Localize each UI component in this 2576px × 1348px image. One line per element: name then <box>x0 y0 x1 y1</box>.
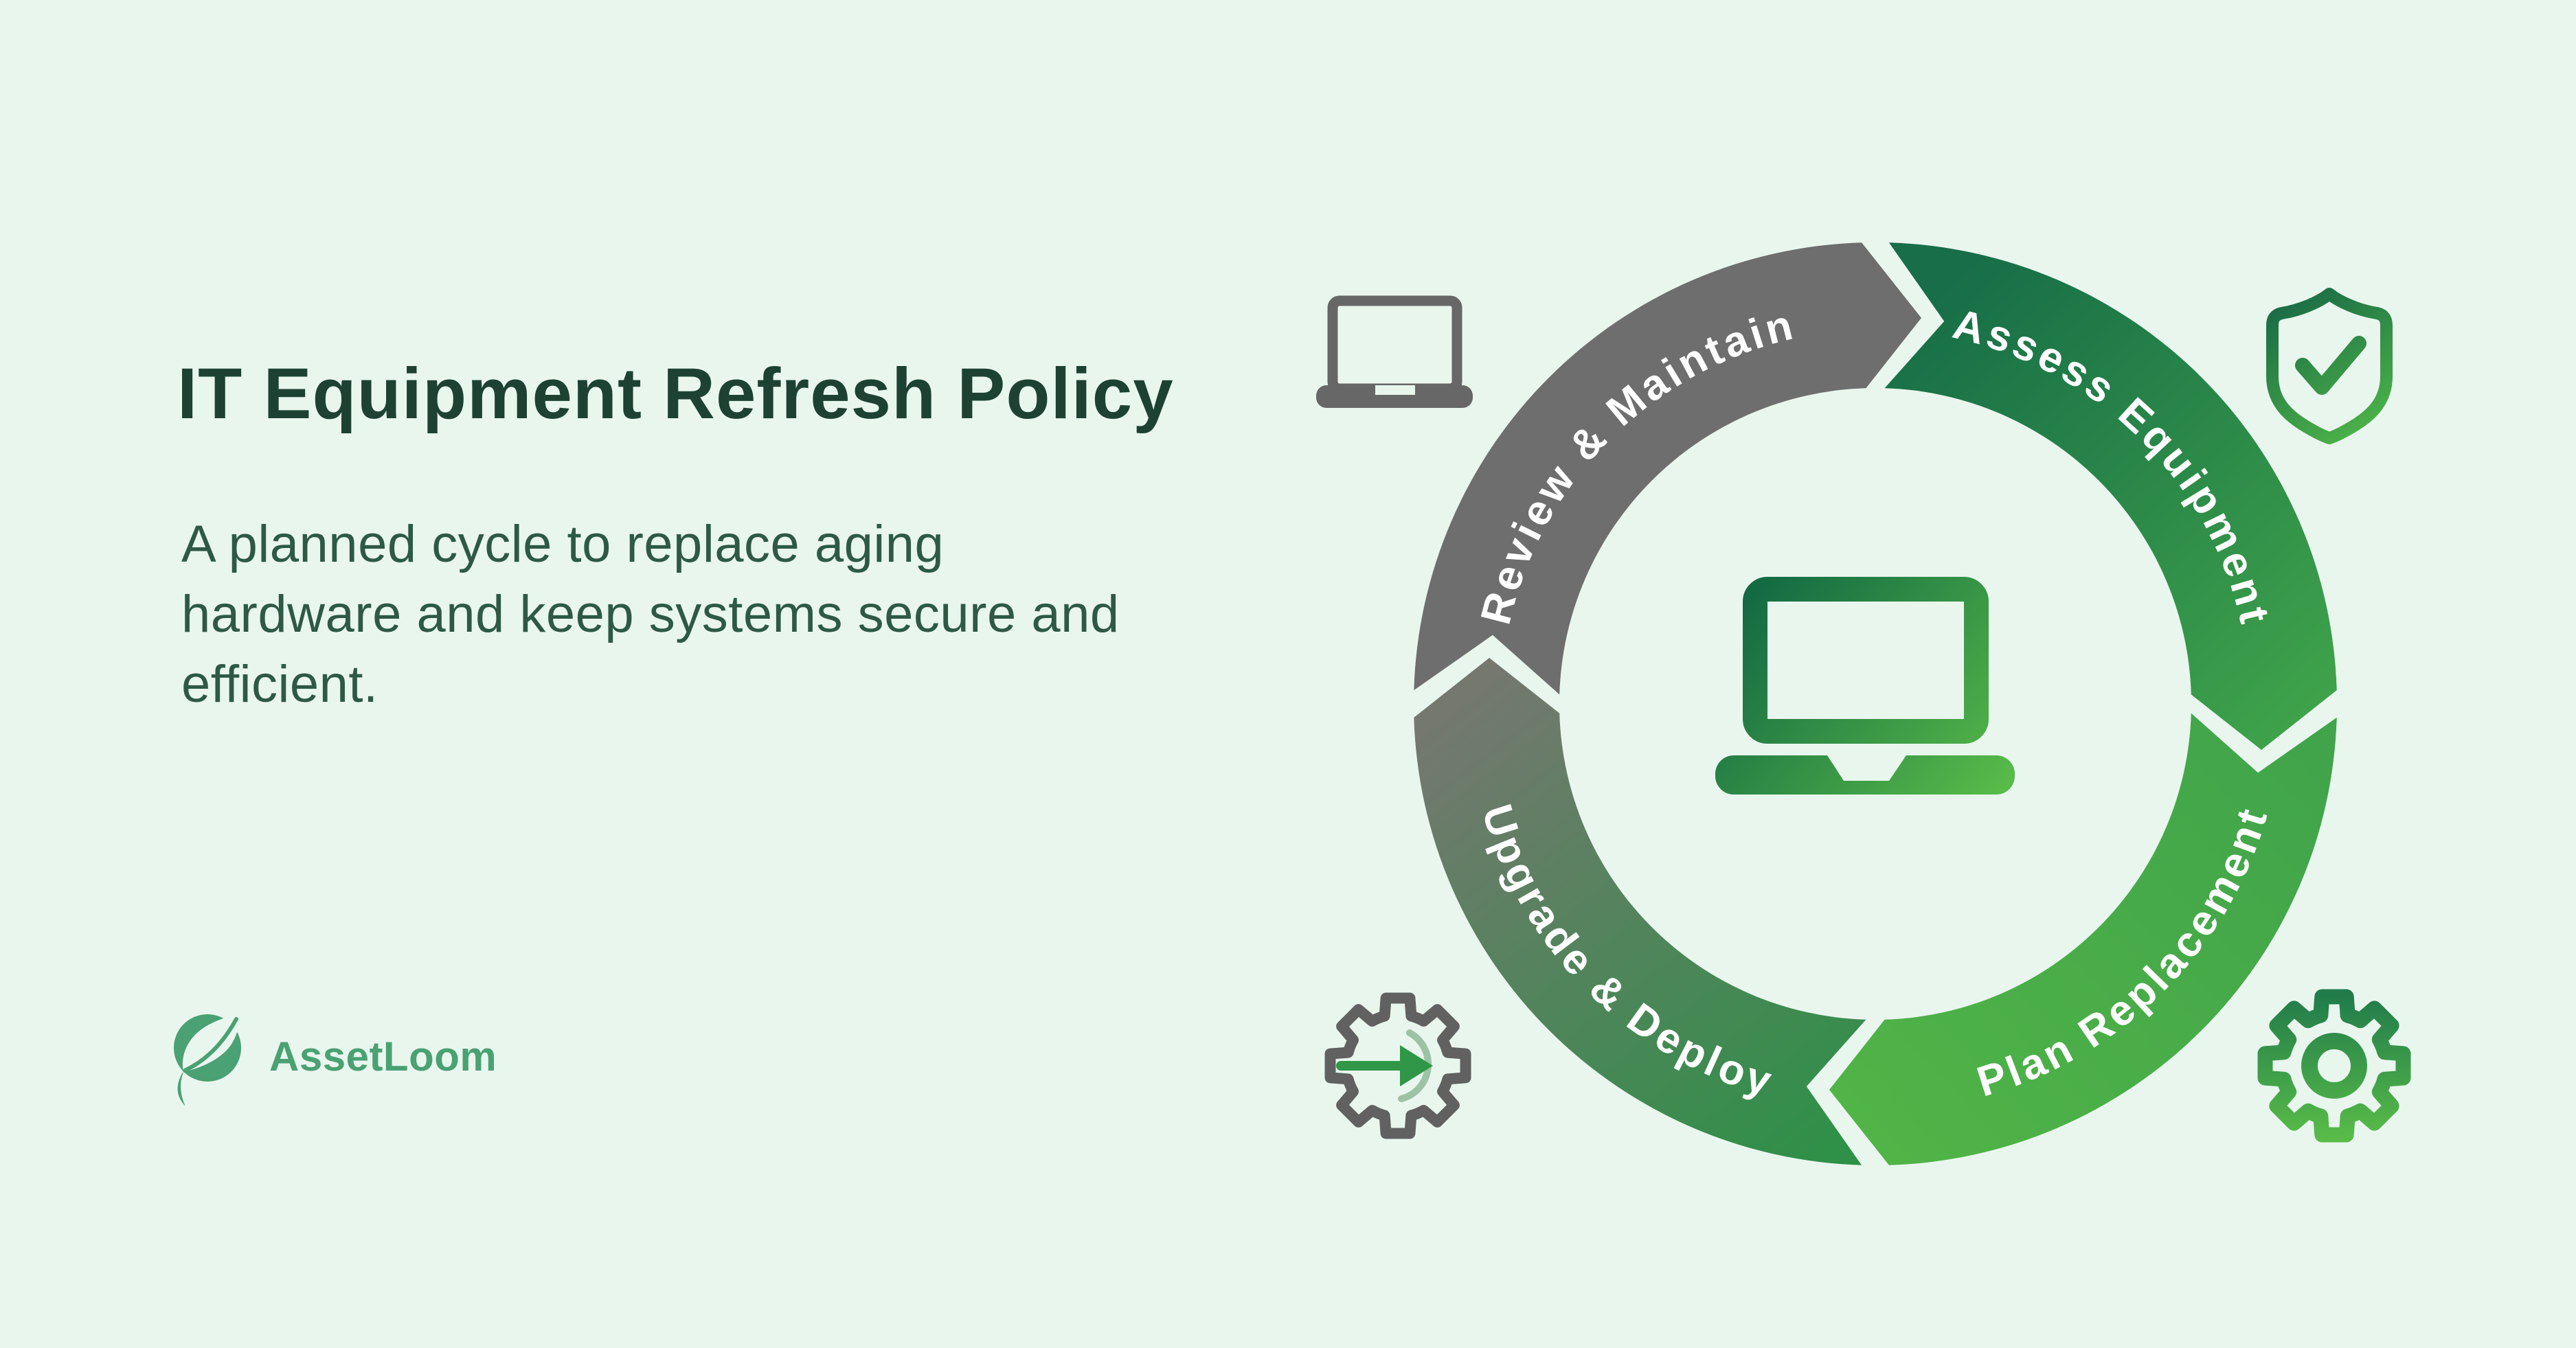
leaf-circle-icon <box>174 1014 241 1106</box>
laptop-icon <box>1715 577 2015 795</box>
page-title: IT Equipment Refresh Policy <box>177 354 1174 434</box>
description-line: hardware and keep systems secure and <box>181 585 1120 643</box>
description-line: A planned cycle to replace aging <box>181 515 945 573</box>
brand-logo: AssetLoom <box>165 1004 497 1108</box>
gear-arrow-icon <box>1324 992 1471 1139</box>
segment-assess-equipment <box>1884 242 2337 750</box>
shield-check-icon <box>2266 288 2393 444</box>
laptop-icon <box>1316 295 1473 408</box>
segment-plan-replacement <box>1829 713 2337 1165</box>
segment-upgrade-deploy <box>1414 658 1866 1165</box>
description-line: efficient. <box>181 655 379 713</box>
page-description: A planned cycle to replace aging hardwar… <box>181 510 1120 720</box>
brand-name: AssetLoom <box>269 1033 497 1079</box>
segment-review-maintain <box>1414 242 1921 695</box>
gear-icon <box>2257 989 2411 1143</box>
